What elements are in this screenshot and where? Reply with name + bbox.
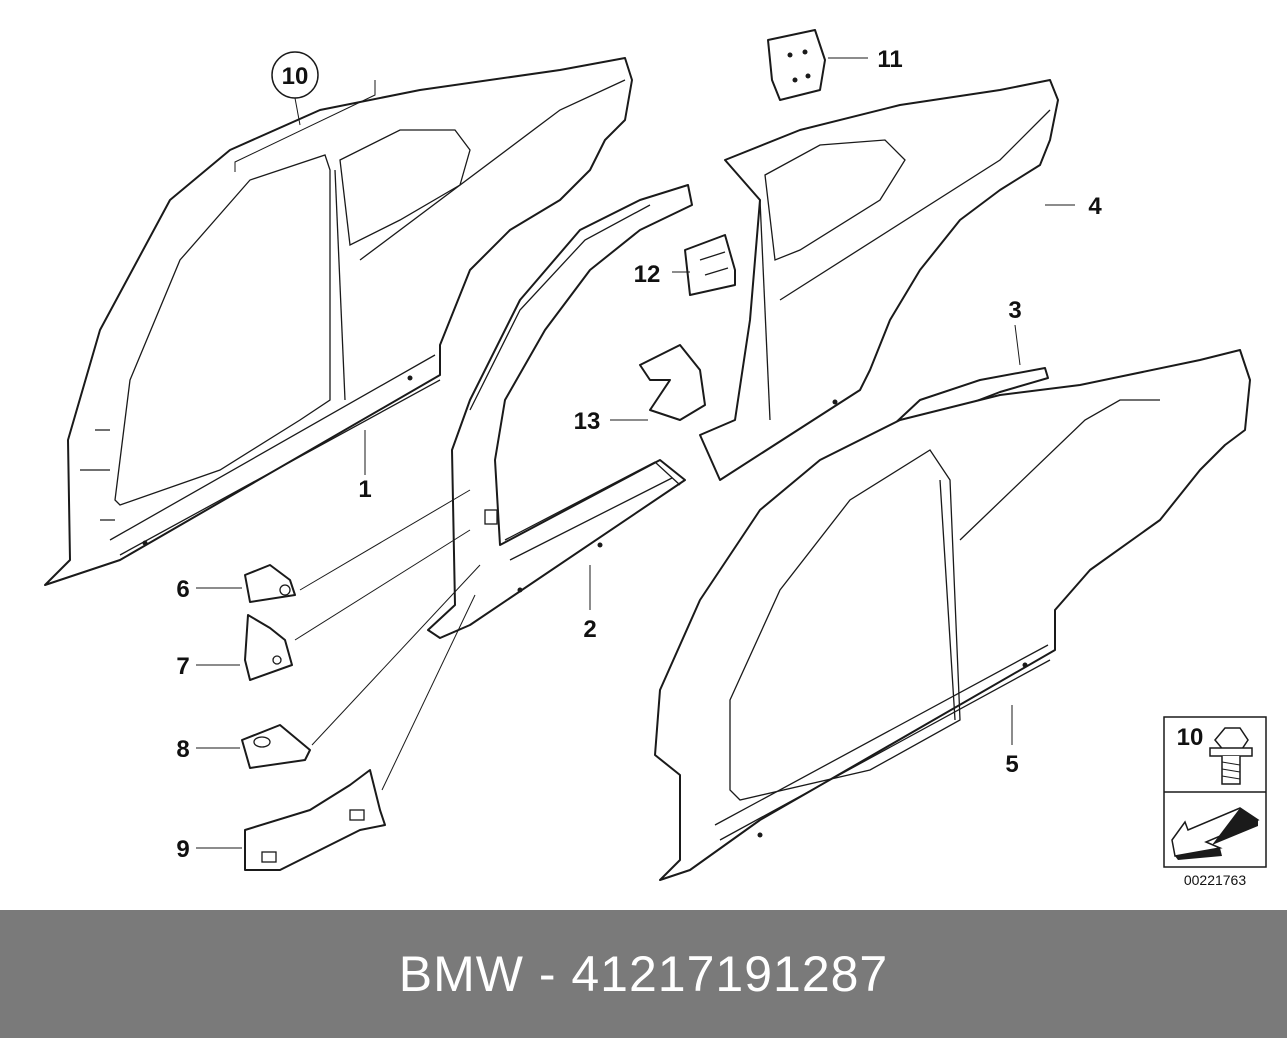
arrow-icon xyxy=(1171,807,1260,860)
leader-lines xyxy=(196,57,1075,849)
part-4-side-panel xyxy=(699,79,1059,481)
callout-5: 5 xyxy=(1005,751,1018,778)
callout-7: 7 xyxy=(176,653,189,680)
callout-12: 12 xyxy=(634,261,661,288)
bolt-icon xyxy=(1209,727,1253,785)
callout-labels: 10 1 2 3 4 5 6 7 8 9 11 12 13 xyxy=(176,46,1102,863)
callout-10-bracket xyxy=(234,51,376,172)
part-6-bracket xyxy=(244,564,296,603)
part-number-banner: BMW - 41217191287 xyxy=(0,910,1287,1038)
part-8-bracket xyxy=(241,724,311,769)
doc-number: 00221763 xyxy=(1184,872,1247,888)
part-2-pillar-sill xyxy=(427,184,693,639)
part-12-bracket xyxy=(684,234,736,296)
callout-3: 3 xyxy=(1008,297,1021,324)
callout-1: 1 xyxy=(358,476,371,503)
callout-13: 13 xyxy=(574,408,601,435)
legend-box: 10 00221763 xyxy=(1163,716,1267,888)
part-11-bracket xyxy=(767,29,826,101)
part-1-side-frame xyxy=(44,57,633,586)
legend-item-number: 10 xyxy=(1177,724,1204,751)
callout-6: 6 xyxy=(176,576,189,603)
callout-4: 4 xyxy=(1088,193,1102,220)
callout-10: 10 xyxy=(282,63,309,90)
callout-8: 8 xyxy=(176,736,189,763)
banner-text: BMW - 41217191287 xyxy=(398,946,889,1002)
callout-11: 11 xyxy=(877,46,902,73)
parts-diagram: 10 1 2 3 4 5 6 7 8 9 11 12 13 10 0022176… xyxy=(44,29,1267,888)
part-7-bracket xyxy=(244,614,293,681)
part-9-bracket xyxy=(244,769,386,871)
callout-9: 9 xyxy=(176,836,189,863)
callout-2: 2 xyxy=(583,616,596,643)
part-5-complete-side-frame xyxy=(654,349,1251,881)
part-13-bracket xyxy=(639,344,706,421)
